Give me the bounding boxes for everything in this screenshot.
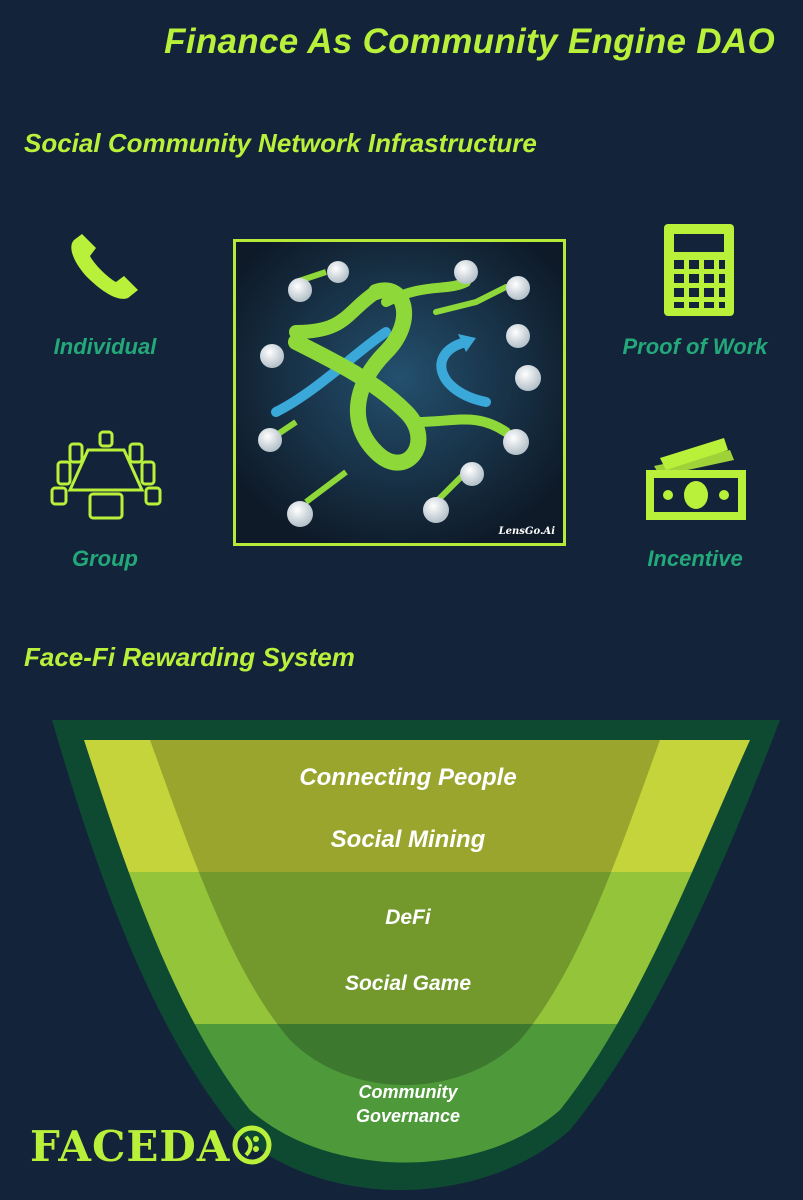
tier-social-game: Social Game [344,972,472,995]
network-illustration: LensGo.Ai [233,239,566,546]
calculator-icon [664,224,734,316]
page-title: Finance As Community Engine DAO [164,22,775,61]
label-proof-of-work: Proof of Work [622,334,768,359]
tier-defi: DeFi [385,906,431,929]
infrastructure-heading: Social Community Network Infrastructure [24,128,537,158]
network-graphic [236,242,563,543]
label-incentive: Incentive [647,546,743,571]
phone-icon [71,232,138,299]
rewarding-funnel [52,720,780,1190]
image-watermark: LensGo.Ai [498,526,555,537]
inner-funnel [150,740,660,1085]
label-group: Group [72,546,138,571]
logo-text: FACEDA [30,1122,231,1171]
tier-band-1 [84,740,750,872]
meeting-table-icon [50,430,162,520]
rewarding-heading: Face-Fi Rewarding System [24,642,355,672]
tier-social-mining: Social Mining [330,826,486,853]
tier-connecting-people: Connecting People [299,764,517,791]
tier-community-governance: Community Governance [355,1082,461,1126]
money-icon [646,438,746,520]
smiley-logo-icon [232,1125,272,1165]
label-individual: Individual [53,334,157,359]
faceda-logo: FACEDA [30,1122,272,1171]
